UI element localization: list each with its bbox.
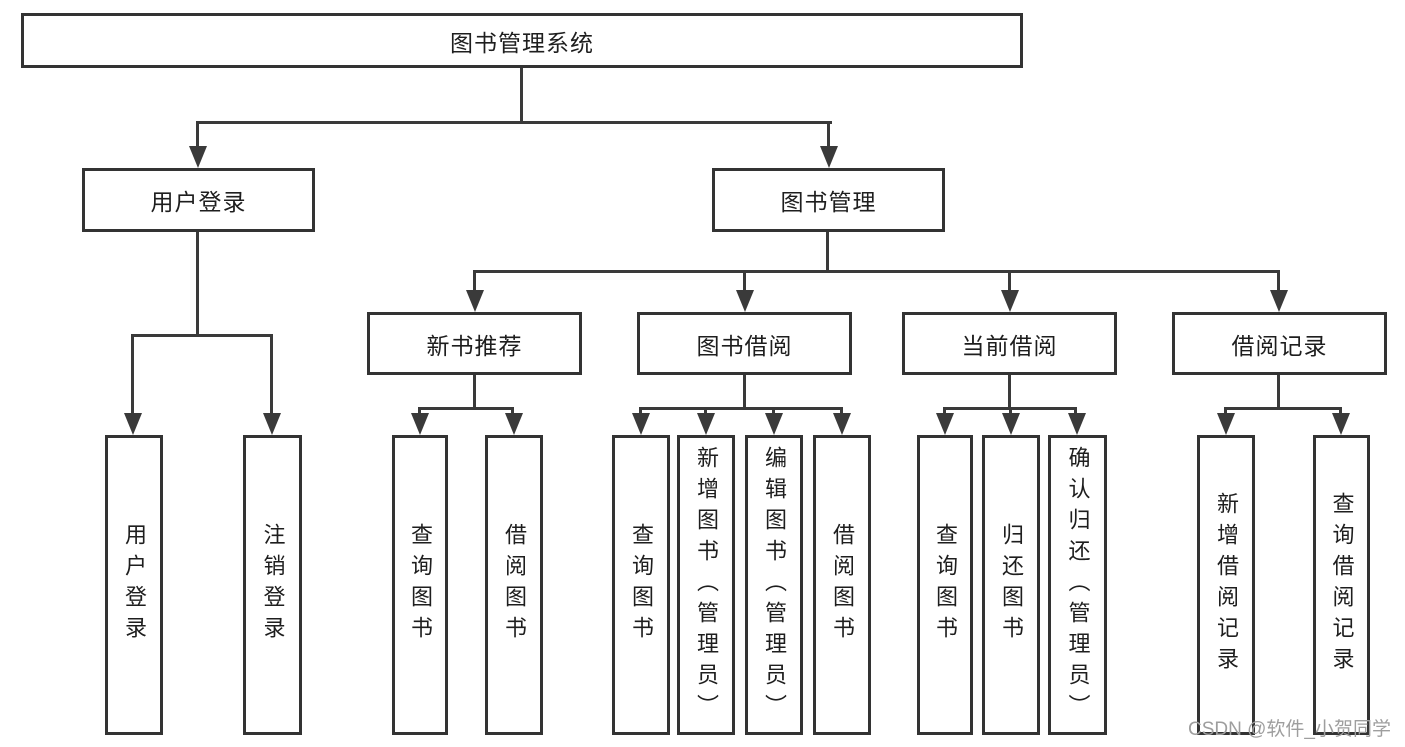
- connector-to-book-borrow: [743, 270, 746, 292]
- leaf-user-login: 用户登录: [105, 435, 163, 735]
- connector-to-leaf-br-query: [1339, 407, 1342, 415]
- connector-book-borrow-bar: [639, 407, 842, 410]
- arrow-down-icon: [124, 413, 142, 435]
- connector-to-leaf-user-login: [131, 334, 134, 415]
- connector-to-leaf-cb-query: [943, 407, 946, 415]
- connector-to-current-borrow: [1008, 270, 1011, 292]
- connector-to-leaf-logout: [270, 334, 273, 415]
- node-root: 图书管理系统: [21, 13, 1023, 68]
- connector-to-leaf-bb-edit: [772, 407, 775, 415]
- connector-current-borrow-stem: [1008, 375, 1011, 409]
- connector-new-book-rec-bar: [418, 407, 514, 410]
- leaf-record-add: 新增借阅记录: [1197, 435, 1255, 735]
- arrow-down-icon: [820, 146, 838, 168]
- connector-user-login-bar: [131, 334, 272, 337]
- leaf-current-query: 查询图书: [917, 435, 973, 735]
- leaf-record-query: 查询借阅记录: [1313, 435, 1370, 735]
- leaf-record-add-label: 新增借阅记录: [1214, 492, 1239, 678]
- connector-to-new-book-rec: [473, 270, 476, 292]
- connector-to-leaf-nb-borrow: [511, 407, 514, 415]
- connector-to-borrow-record: [1277, 270, 1280, 292]
- connector-to-leaf-nb-query: [418, 407, 421, 415]
- leaf-current-query-label: 查询图书: [933, 523, 958, 647]
- connector-to-book-mgmt: [827, 121, 830, 148]
- connector-to-leaf-cb-return: [1009, 407, 1012, 415]
- leaf-current-confirm-admin: 确认归还（管理员）: [1048, 435, 1107, 735]
- node-borrow-record-label: 借阅记录: [1231, 332, 1328, 359]
- node-book-borrow-label: 图书借阅: [696, 332, 793, 359]
- arrow-down-icon: [263, 413, 281, 435]
- node-current-borrow-label: 当前借阅: [961, 332, 1058, 359]
- connector-to-leaf-br-add: [1224, 407, 1227, 415]
- connector-book-borrow-stem: [743, 375, 746, 409]
- leaf-borrow-borrow: 借阅图书: [813, 435, 871, 735]
- csdn-watermark: CSDN @软件_小贺同学: [1188, 719, 1391, 740]
- connector-borrow-record-stem: [1277, 375, 1280, 409]
- connector-to-leaf-bb-add: [704, 407, 707, 415]
- node-user-login: 用户登录: [82, 168, 315, 232]
- leaf-logout-label: 注销登录: [260, 523, 286, 647]
- leaf-borrow-add-admin-label: 新增图书（管理员）: [694, 445, 719, 725]
- arrow-down-icon: [697, 413, 715, 435]
- leaf-record-query-label: 查询借阅记录: [1329, 492, 1355, 678]
- leaf-current-return-label: 归还图书: [999, 523, 1024, 647]
- connector-new-book-rec-stem: [473, 375, 476, 409]
- leaf-newbook-borrow-label: 借阅图书: [502, 523, 527, 647]
- node-borrow-record: 借阅记录: [1172, 312, 1387, 375]
- leaf-newbook-borrow: 借阅图书: [485, 435, 543, 735]
- connector-root-bar: [197, 121, 832, 124]
- arrow-down-icon: [833, 413, 851, 435]
- node-root-label: 图书管理系统: [450, 29, 594, 56]
- leaf-borrow-add-admin: 新增图书（管理员）: [677, 435, 735, 735]
- arrow-down-icon: [466, 290, 484, 312]
- connector-root-stem: [520, 68, 523, 123]
- arrow-down-icon: [1068, 413, 1086, 435]
- leaf-borrow-query: 查询图书: [612, 435, 670, 735]
- arrow-down-icon: [1001, 290, 1019, 312]
- node-current-borrow: 当前借阅: [902, 312, 1117, 375]
- leaf-borrow-query-label: 查询图书: [629, 523, 654, 647]
- arrow-down-icon: [1002, 413, 1020, 435]
- arrow-down-icon: [1270, 290, 1288, 312]
- arrow-down-icon: [936, 413, 954, 435]
- arrow-down-icon: [505, 413, 523, 435]
- leaf-current-return: 归还图书: [982, 435, 1040, 735]
- leaf-newbook-query-label: 查询图书: [408, 523, 433, 647]
- node-book-mgmt-label: 图书管理: [780, 189, 877, 215]
- connector-to-leaf-cb-confirm: [1074, 407, 1077, 415]
- arrow-down-icon: [736, 290, 754, 312]
- leaf-borrow-borrow-label: 借阅图书: [830, 523, 855, 647]
- leaf-user-login-label: 用户登录: [122, 523, 147, 647]
- node-book-borrow: 图书借阅: [637, 312, 852, 375]
- node-new-book-rec-label: 新书推荐: [426, 332, 523, 359]
- node-user-login-label: 用户登录: [150, 189, 247, 215]
- arrow-down-icon: [1332, 413, 1350, 435]
- connector-book-mgmt-stem: [826, 232, 829, 272]
- connector-user-login-stem: [196, 232, 199, 336]
- arrow-down-icon: [1217, 413, 1235, 435]
- node-book-mgmt: 图书管理: [712, 168, 945, 232]
- leaf-logout: 注销登录: [243, 435, 302, 735]
- leaf-newbook-query: 查询图书: [392, 435, 448, 735]
- connector-book-mgmt-bar: [473, 270, 1280, 273]
- leaf-current-confirm-admin-label: 确认归还（管理员）: [1065, 445, 1091, 725]
- connector-to-leaf-bb-query: [639, 407, 642, 415]
- connector-to-leaf-bb-borrow: [840, 407, 843, 415]
- arrow-down-icon: [765, 413, 783, 435]
- node-new-book-rec: 新书推荐: [367, 312, 582, 375]
- arrow-down-icon: [189, 146, 207, 168]
- leaf-borrow-edit-admin: 编辑图书（管理员）: [745, 435, 803, 735]
- arrow-down-icon: [411, 413, 429, 435]
- arrow-down-icon: [632, 413, 650, 435]
- connector-borrow-record-bar: [1224, 407, 1341, 410]
- leaf-borrow-edit-admin-label: 编辑图书（管理员）: [762, 445, 787, 725]
- connector-to-user-login: [196, 121, 199, 148]
